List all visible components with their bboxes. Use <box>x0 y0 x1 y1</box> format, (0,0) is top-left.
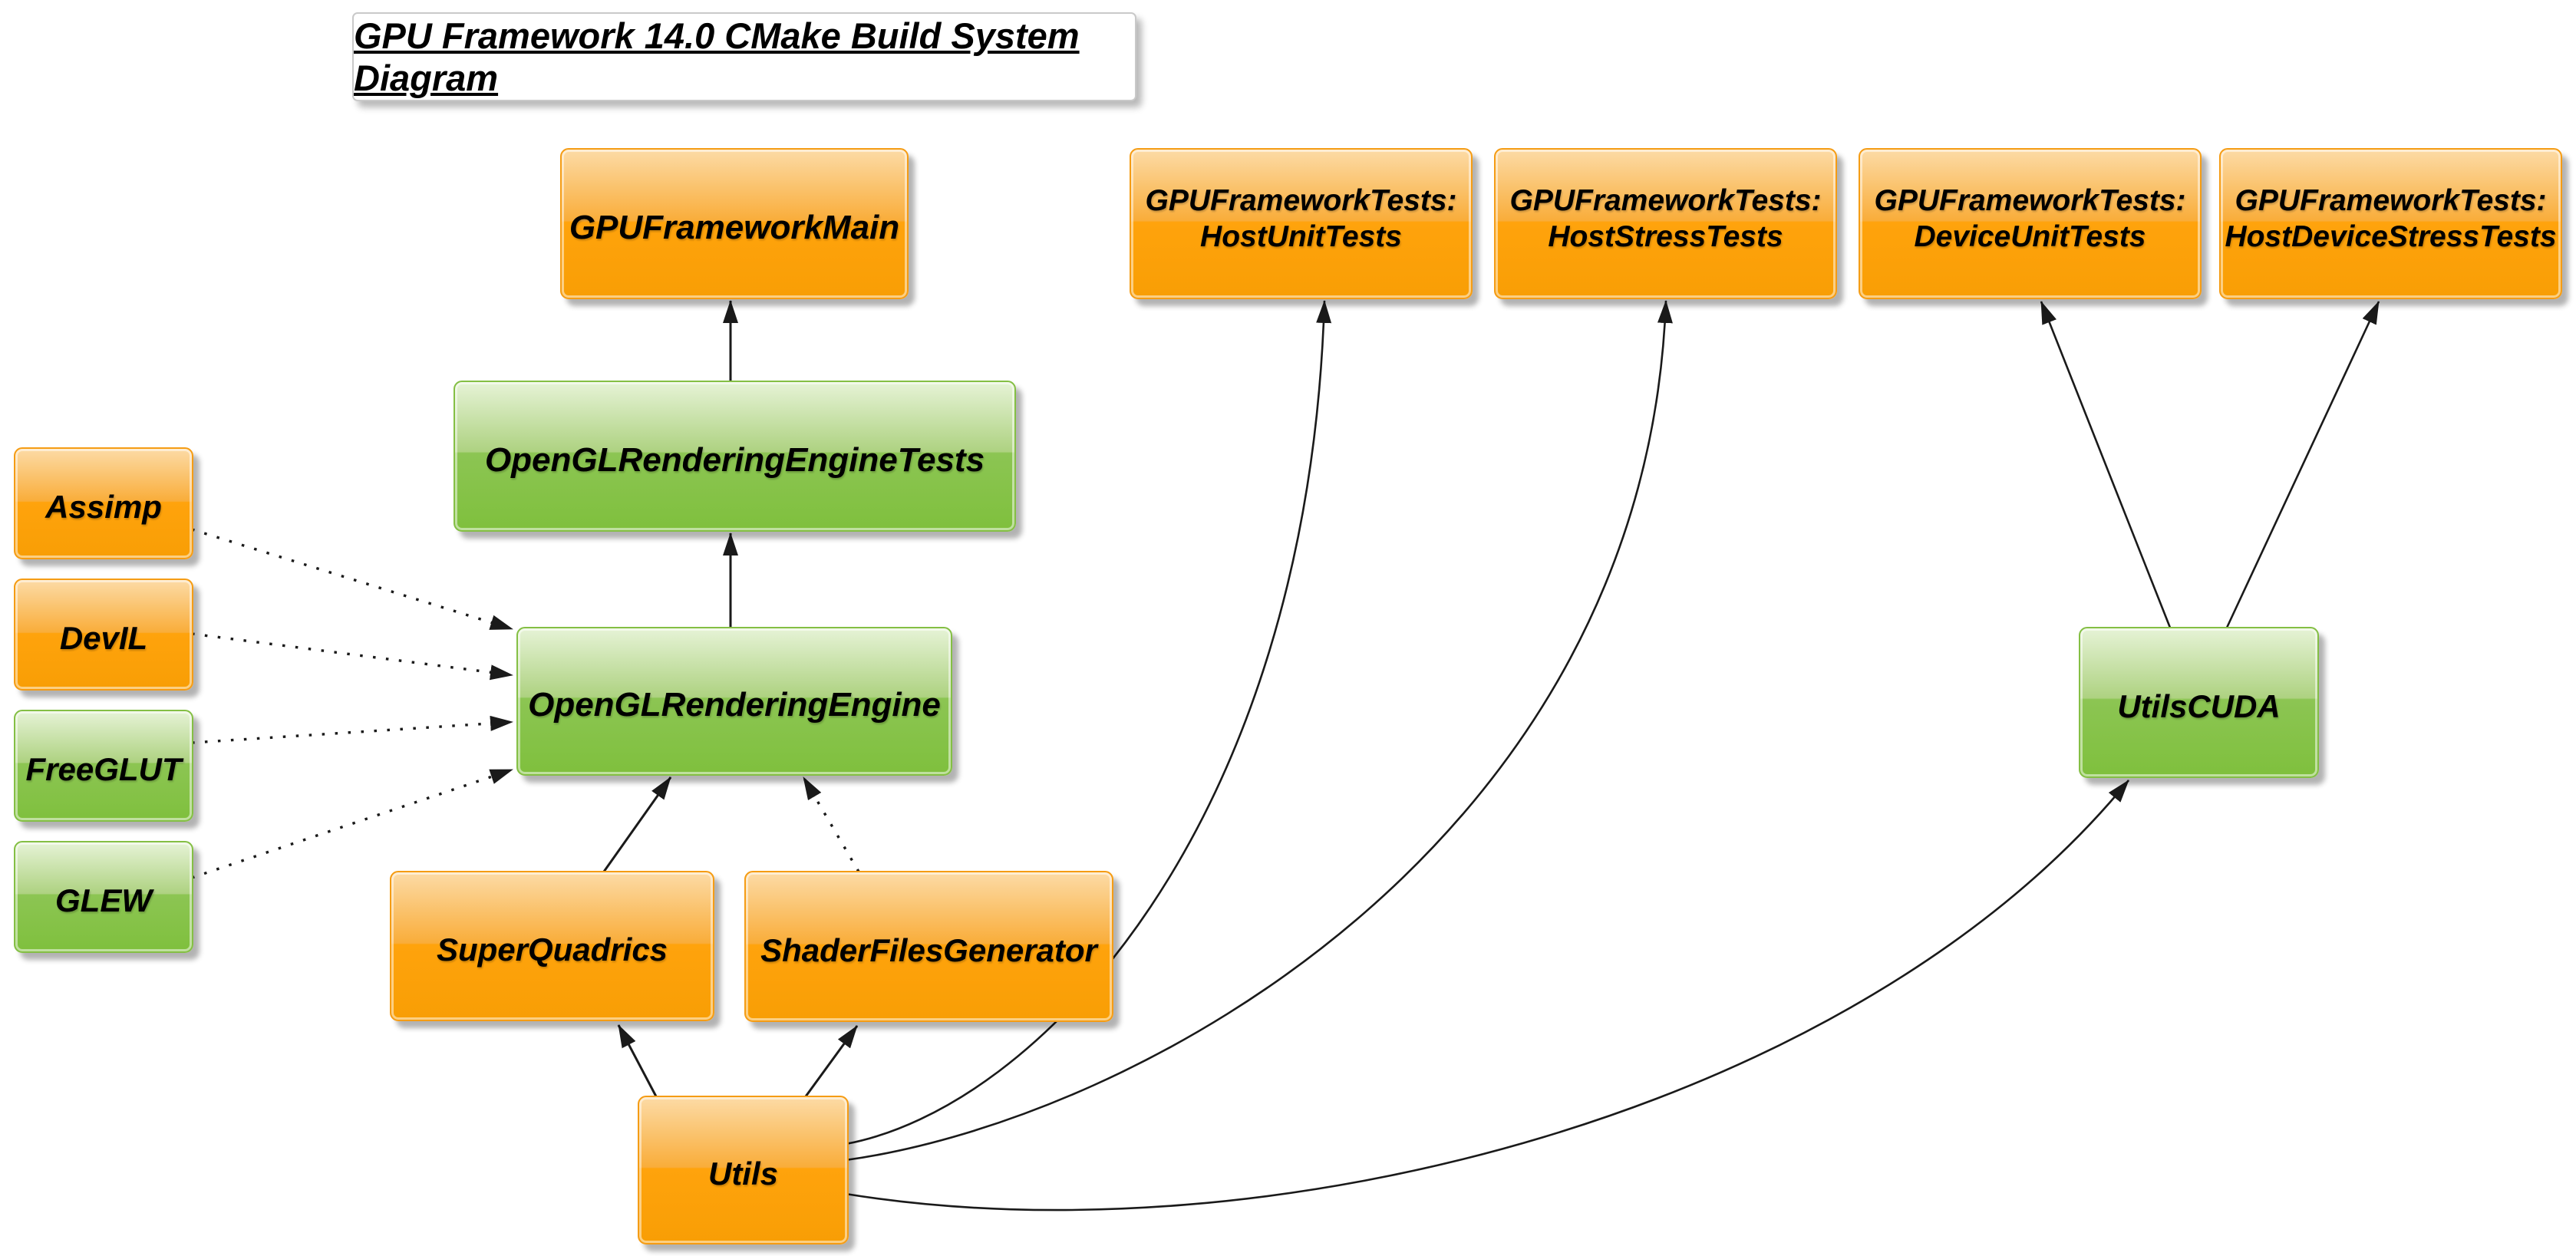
node-utilscuda[interactable]: UtilsCUDA <box>2079 627 2319 778</box>
edge-shadergen-engine <box>802 776 860 872</box>
node-label: Assimp <box>45 489 162 525</box>
node-devil[interactable]: DevIL <box>14 579 193 691</box>
diagram-title: GPU Framework 14.0 CMake Build System Di… <box>352 12 1136 101</box>
node-utils[interactable]: Utils <box>638 1096 849 1244</box>
edge-glew-engine <box>191 768 513 879</box>
node-label: ShaderFilesGenerator <box>760 931 1097 968</box>
node-label: SuperQuadrics <box>436 931 668 968</box>
node-label-line1: GPUFrameworkTests: <box>1874 183 2186 217</box>
diagram-title-text: GPU Framework 14.0 CMake Build System Di… <box>354 15 1080 98</box>
node-shaderfilesgenerator[interactable]: ShaderFilesGenerator <box>744 871 1113 1022</box>
node-label-line1: GPUFrameworkTests: <box>1145 183 1457 217</box>
edge-utils-shadergen <box>804 1025 859 1097</box>
edge-superquadrics-engine <box>602 776 672 872</box>
node-label-line2: HostDeviceStressTests <box>2225 219 2557 253</box>
node-glew[interactable]: GLEW <box>14 841 193 953</box>
node-label-line2: DeviceUnitTests <box>1914 219 2146 253</box>
node-openglrenderingengine[interactable]: OpenGLRenderingEngine <box>516 627 952 776</box>
edge-utils-hostunittests <box>845 300 1332 1146</box>
node-gpuframeworktests-hostunittests[interactable]: GPUFrameworkTests: HostUnitTests <box>1130 148 1473 299</box>
node-assimp[interactable]: Assimp <box>14 447 193 559</box>
edge-devil-engine <box>191 632 513 681</box>
node-openglrenderingenginetests[interactable]: OpenGLRenderingEngineTests <box>454 381 1016 532</box>
node-label: GLEW <box>55 882 152 918</box>
node-gpuframeworktests-hostdevicestresstests[interactable]: GPUFrameworkTests: HostDeviceStressTests <box>2219 148 2562 299</box>
edge-utils-hoststresstests <box>845 300 1673 1162</box>
node-label: FreeGLUT <box>25 751 182 787</box>
edge-utilscuda-hostdevicestresstests <box>2225 301 2380 628</box>
edge-utils-utilscuda <box>845 780 2130 1211</box>
edge-utils-superquadrics <box>617 1024 658 1097</box>
node-label: GPUFrameworkMain <box>569 208 900 246</box>
node-label: OpenGLRenderingEngineTests <box>484 440 985 479</box>
edge-utilscuda-deviceunittests <box>2040 301 2172 628</box>
node-label: Utils <box>707 1155 778 1192</box>
node-label-line2: HostStressTests <box>1548 219 1783 253</box>
node-gpuframeworkmain[interactable]: GPUFrameworkMain <box>560 148 909 299</box>
node-label-line1: GPUFrameworkTests: <box>2235 183 2547 217</box>
node-label-line1: GPUFrameworkTests: <box>1509 183 1822 217</box>
node-gpuframeworktests-deviceunittests[interactable]: GPUFrameworkTests: DeviceUnitTests <box>1859 148 2202 299</box>
node-gpuframeworktests-hoststresstests[interactable]: GPUFrameworkTests: HostStressTests <box>1494 148 1837 299</box>
node-label: UtilsCUDA <box>2117 687 2281 724</box>
node-label: OpenGLRenderingEngine <box>528 686 941 724</box>
node-label-line2: HostUnitTests <box>1200 219 1402 253</box>
edge-freeglut-engine <box>191 715 513 744</box>
edge-assimp-engine <box>191 528 513 631</box>
node-superquadrics[interactable]: SuperQuadrics <box>390 871 714 1021</box>
node-freeglut[interactable]: FreeGLUT <box>14 710 193 822</box>
node-label: DevIL <box>59 620 148 656</box>
